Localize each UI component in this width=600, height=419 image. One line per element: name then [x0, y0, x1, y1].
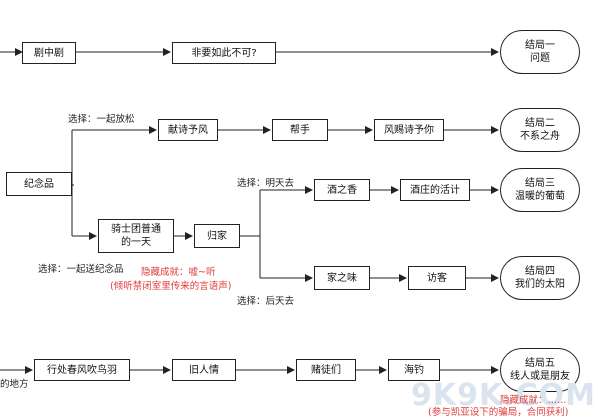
node-jiuzhixiang-label: 酒之香: [327, 184, 357, 196]
node-ending-5: 结局五线人或是朋友: [500, 348, 580, 392]
ending-3-name: 温暖的葡萄: [515, 191, 565, 202]
ending-1-name: 问题: [530, 53, 550, 64]
node-jinianpin-label: 纪念品: [24, 178, 54, 190]
node-xianshi-label: 献诗予风: [168, 124, 208, 136]
watermark-logo: 9K9K.COM: [410, 378, 596, 413]
left-cut-text: 的地方: [0, 379, 29, 390]
hidden-achievement-title: 隐藏成就：嘘~听: [141, 267, 216, 278]
ending-2-title: 结局二: [525, 118, 555, 129]
node-ending-4: 结局四我们的太阳: [500, 256, 580, 300]
node-xianshi: 献诗予风: [158, 119, 218, 141]
node-fangke: 访客: [408, 266, 466, 290]
node-jiuzhuang-label: 酒庄的活计: [410, 184, 460, 196]
node-feiyao: 非要如此不可?: [172, 42, 276, 64]
node-guijia: 归家: [194, 224, 240, 248]
node-haidiao: 海钓: [388, 359, 440, 381]
node-jiurenqing: 旧人情: [172, 359, 236, 381]
node-jiuzhuang: 酒庄的活计: [400, 179, 470, 201]
ending-1-title: 结局一: [525, 40, 555, 51]
node-xingchu-label: 行处春风吹鸟羽: [47, 364, 117, 376]
node-jiazhiwei-label: 家之味: [327, 272, 357, 284]
node-xingchu: 行处春风吹鸟羽: [34, 359, 130, 381]
node-haidiao-label: 海钓: [404, 364, 424, 376]
choice-label-tomorrow: 选择：明天去: [237, 178, 295, 189]
node-qishi-line2: 的一天: [121, 237, 151, 248]
node-fangke-label: 访客: [427, 272, 447, 284]
node-jiazhiwei: 家之味: [314, 266, 370, 290]
choice-label-dayafter: 选择：后天去: [237, 296, 295, 307]
choice-label-relax: 选择：一起放松: [68, 114, 135, 125]
node-juzhongju-label: 剧中剧: [34, 47, 64, 59]
ending-3-title: 结局三: [525, 178, 555, 189]
watermark-hidden-desc: (参与凯亚设下的骗局，合同获利): [428, 407, 569, 418]
node-qishi-line1: 骑士团普通: [111, 224, 161, 235]
node-guijia-label: 归家: [207, 230, 227, 242]
hidden-achievement-desc: (倾听禁闭室里传来的言语声): [110, 281, 232, 292]
node-dutumen: 赌徒们: [296, 359, 356, 381]
node-ending-2: 结局二不系之舟: [500, 108, 580, 152]
ending-5-title: 结局五: [525, 358, 555, 369]
node-feiyao-label: 非要如此不可?: [191, 47, 257, 59]
ending-4-title: 结局四: [525, 266, 555, 277]
node-juzhongju: 剧中剧: [22, 42, 76, 64]
ending-4-name: 我们的太阳: [515, 279, 565, 290]
node-ending-1: 结局一问题: [500, 30, 580, 74]
ending-5-name: 线人或是朋友: [510, 371, 570, 382]
watermark-hidden-achievement: 隐藏成就：……: [500, 395, 567, 406]
node-fengci: 风赐诗予你: [374, 119, 444, 141]
node-dutumen-label: 赌徒们: [311, 364, 341, 376]
node-fengci-label: 风赐诗予你: [384, 124, 434, 136]
node-jiurenqing-label: 旧人情: [189, 364, 219, 376]
node-ending-3: 结局三温暖的葡萄: [500, 168, 580, 212]
node-qishi: 骑士团普通的一天: [98, 219, 174, 253]
node-bangshou-label: 帮手: [290, 124, 310, 136]
node-jiuzhixiang: 酒之香: [314, 179, 370, 201]
node-bangshou: 帮手: [272, 119, 328, 141]
ending-2-name: 不系之舟: [520, 131, 560, 142]
node-jinianpin: 纪念品: [6, 172, 72, 196]
choice-label-gift: 选择：一起送纪念品: [38, 264, 124, 275]
